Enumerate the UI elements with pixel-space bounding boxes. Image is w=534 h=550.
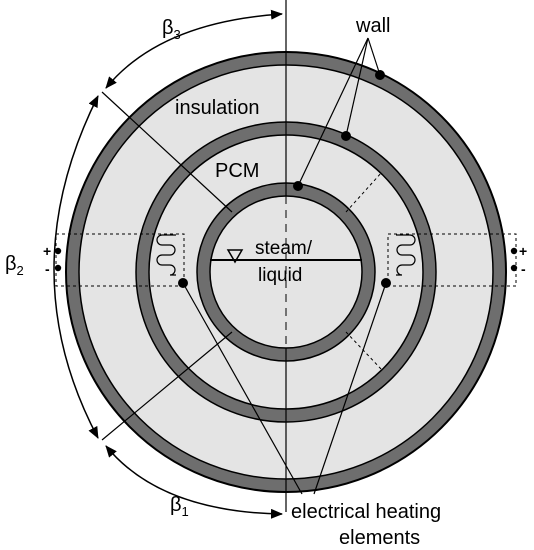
sector-line-upper-left (101, 91, 233, 213)
wall-leader-middle (345, 37, 369, 137)
sector-line-upper-right-dotted (345, 171, 383, 213)
heating-leaders (178, 278, 391, 495)
wall-dot-middle (341, 131, 351, 141)
wall-leaders (293, 37, 385, 191)
beta1-arc (105, 445, 283, 519)
heating-dot-right (381, 278, 391, 288)
right-plus-sign: + (519, 243, 527, 259)
left-minus-terminal-dot (54, 264, 62, 272)
right-minus-terminal-dot (510, 264, 518, 272)
heating-elements-label-line1: electrical heating (291, 501, 441, 523)
right-plus-terminal-dot (510, 247, 518, 255)
wall-leader-outer (367, 37, 381, 76)
sector-line-lower-left (101, 331, 233, 441)
heating-dot-left (178, 278, 188, 288)
left-terminals: + - (43, 243, 62, 277)
left-minus-sign: - (45, 261, 50, 277)
right-minus-sign: - (521, 261, 526, 277)
wall-leader-inner (297, 37, 369, 187)
beta2-label: β2 (5, 253, 24, 278)
sector-lines (101, 91, 383, 441)
beta3-label: β3 (162, 17, 181, 42)
angle-arcs (53, 9, 283, 519)
left-plus-sign: + (43, 243, 51, 259)
wall-dot-outer (375, 70, 385, 80)
beta2-arc (53, 95, 99, 439)
pcm-label: PCM (215, 160, 259, 182)
sector-line-lower-right-dotted (345, 331, 383, 371)
insulation-label: insulation (175, 97, 260, 119)
wall-dot-inner (293, 181, 303, 191)
heating-elements-label-line2: elements (339, 527, 420, 549)
left-plus-terminal-dot (54, 247, 62, 255)
heating-leader-right (313, 282, 387, 495)
beta3-arc (105, 9, 283, 89)
right-heating-coil-icon (396, 234, 416, 276)
liquid-label: liquid (258, 265, 302, 286)
steam-label: steam/ (255, 238, 313, 259)
beta1-label: β1 (170, 494, 189, 519)
wall-label: wall (355, 15, 390, 37)
right-terminals: + - (510, 243, 527, 277)
heating-leader-left (182, 282, 303, 495)
left-heating-coil-icon (156, 234, 176, 276)
water-level-triangle-icon (226, 249, 244, 264)
